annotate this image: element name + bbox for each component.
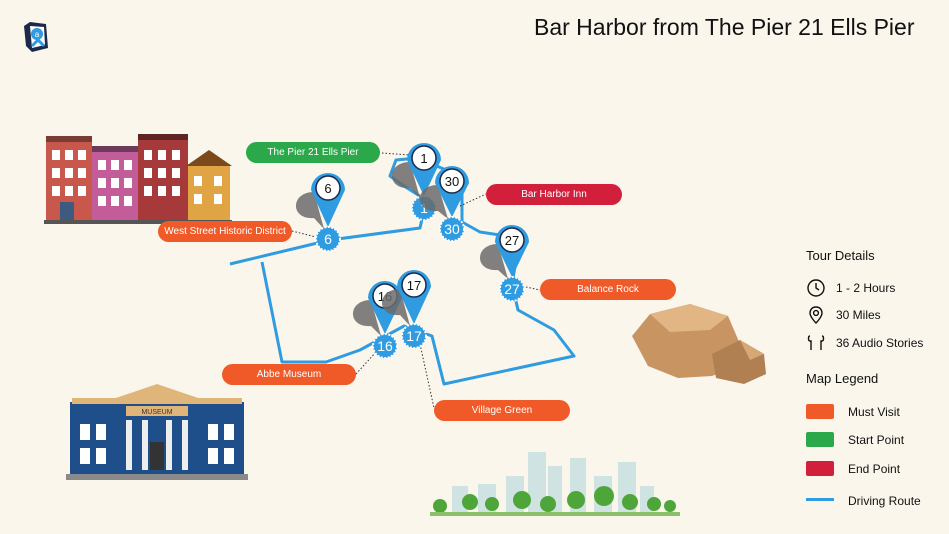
balance-rock-illustration [632, 304, 766, 384]
pin-number-base: 27 [504, 281, 520, 297]
pin-number-top: 27 [505, 233, 519, 248]
distance-text: 30 Miles [836, 308, 881, 322]
stories-text: 36 Audio Stories [836, 336, 924, 350]
map-pin-1[interactable]: 11 [392, 143, 441, 221]
map-pin-30[interactable]: 30 30 [420, 166, 469, 242]
svg-text:a: a [35, 30, 40, 39]
stop-label-bar-harbor-inn[interactable]: Bar Harbor Inn [486, 184, 622, 205]
pin-number-top: 30 [445, 174, 459, 189]
location-pin-icon [809, 306, 823, 324]
legend-must-visit: Must Visit [848, 405, 900, 419]
duration-text: 1 - 2 Hours [836, 281, 896, 295]
pin-number-base: 16 [377, 338, 393, 354]
legend-start-point: Start Point [848, 433, 905, 447]
pin-number-top: 1 [420, 151, 427, 166]
earbuds-icon [807, 335, 825, 350]
legend-swatch-end [806, 461, 834, 476]
legend-swatch-must-visit [806, 404, 834, 419]
stop-label-abbe-museum[interactable]: Abbe Museum [222, 364, 356, 385]
app-logo-icon: a [24, 22, 48, 52]
map-pin-6[interactable]: 66 [296, 173, 345, 252]
tour-details-heading: Tour Details [806, 248, 875, 263]
legend-swatch-start [806, 432, 834, 447]
stop-label-balance-rock[interactable]: Balance Rock [540, 279, 676, 300]
pin-number-top: 17 [407, 278, 421, 293]
city-skyline-illustration [430, 452, 680, 516]
row-houses-illustration [44, 134, 232, 224]
pin-number-base: 1 [420, 200, 428, 216]
pin-number-base: 17 [406, 328, 422, 344]
page-title: Bar Harbor from The Pier 21 Ells Pier [534, 14, 915, 40]
legend-driving-route: Driving Route [848, 494, 921, 508]
stop-label-village-green[interactable]: Village Green [434, 400, 570, 421]
map-pin-27[interactable]: 27 27 [480, 225, 529, 302]
map-legend-heading: Map Legend [806, 371, 879, 386]
stop-label-west-street[interactable]: West Street Historic District [158, 221, 292, 242]
museum-illustration: MUSEUM [66, 384, 248, 480]
stop-label-pier[interactable]: The Pier 21 Ells Pier [246, 142, 380, 163]
clock-icon [807, 279, 825, 297]
pin-number-base: 30 [444, 221, 460, 237]
pin-number-top: 6 [324, 181, 331, 196]
legend-swatch-route [806, 498, 834, 501]
pin-number-base: 6 [324, 231, 332, 247]
museum-sign: MUSEUM [141, 409, 172, 416]
legend-end-point: End Point [848, 462, 901, 476]
